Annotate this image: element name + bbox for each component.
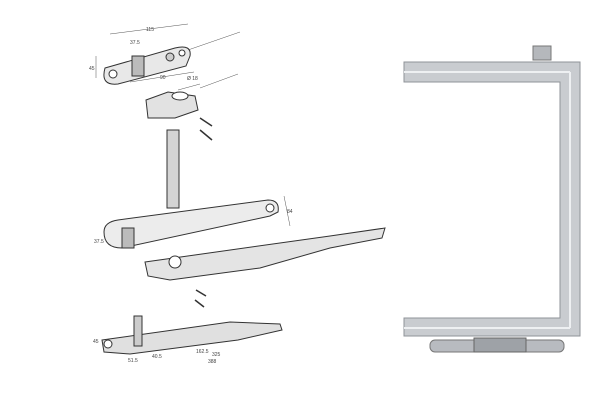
dim-162-5: 162.5 [196, 349, 209, 355]
lower-arm [144, 227, 386, 308]
dim-90: 90 [160, 75, 166, 81]
assembled-arm: 45 51.5 40.5 162.5 325 388 [93, 315, 283, 365]
dim-51-5: 51.5 [128, 358, 138, 364]
door-frame [403, 45, 581, 353]
top-pivot-plate: 115 37.5 45 90 [89, 23, 241, 85]
dim-40-5: 40.5 [152, 354, 162, 360]
dim-325: 325 [212, 352, 221, 358]
dim-45-assembled: 45 [93, 339, 99, 345]
upper-arm: 84 37.5 [94, 195, 293, 249]
dim-37-5-arm: 37.5 [94, 239, 104, 245]
dim-115: 115 [146, 27, 154, 33]
hinge-knuckle: Ø 18 [145, 73, 239, 141]
dim-45: 45 [89, 66, 95, 72]
hinge-pin [166, 129, 180, 209]
dim-diameter-18: Ø 18 [187, 76, 198, 82]
dim-84: 84 [287, 209, 293, 215]
dim-388: 388 [208, 359, 217, 365]
dim-37-5: 37.5 [130, 40, 140, 46]
